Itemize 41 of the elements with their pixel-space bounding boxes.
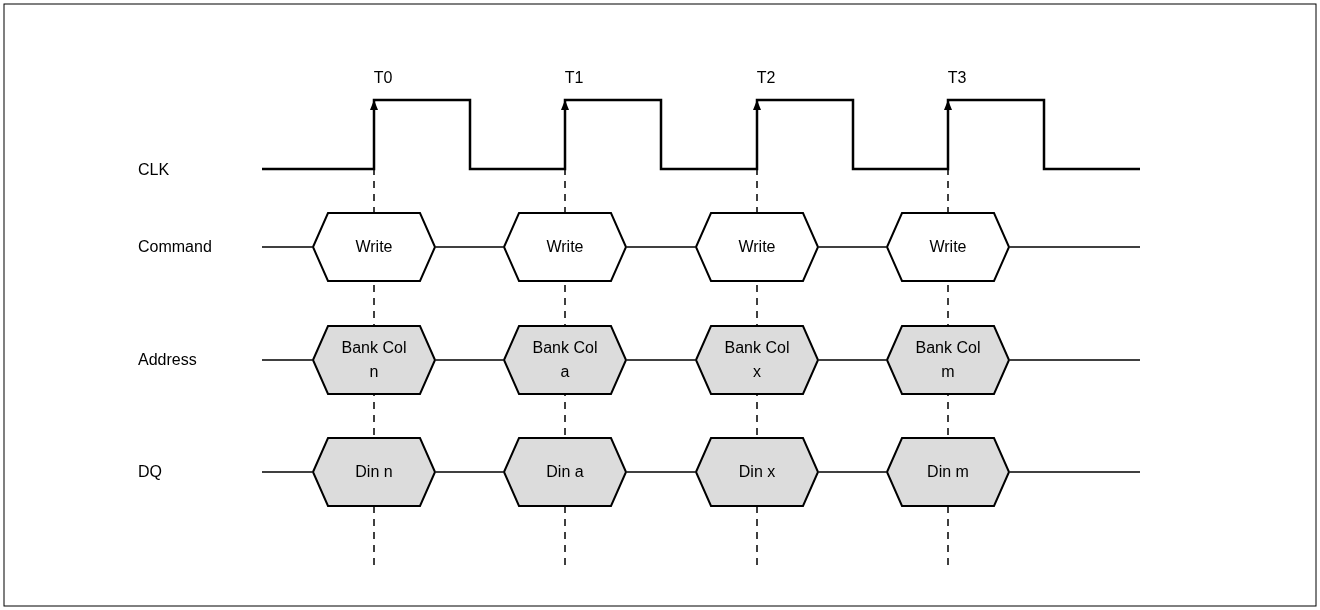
- bus-value-text: Bank Col x: [723, 338, 791, 382]
- clock-cycle-label: T3: [947, 68, 967, 88]
- bus-value-hexagon: [312, 212, 436, 282]
- bus-value-text: Din x: [737, 462, 777, 482]
- signal-line: [435, 246, 504, 248]
- bus-value-hexagon: [312, 325, 436, 395]
- bus-value-hexagon: [503, 437, 627, 507]
- bus-value-text: Bank Col a: [531, 338, 599, 382]
- bus-value-text: Din m: [926, 462, 970, 482]
- signal-line: [818, 471, 887, 473]
- signal-name: DQ: [138, 462, 162, 482]
- bus-value-text: Bank Col m: [914, 338, 982, 382]
- signal-line: [435, 471, 504, 473]
- bus-value-text: Write: [928, 237, 968, 257]
- bus-value-hexagon: [886, 212, 1010, 282]
- signal-line: [818, 246, 887, 248]
- bus-value-text: Din n: [354, 462, 394, 482]
- bus-value-hexagon: [503, 325, 627, 395]
- bus-value-text: Write: [545, 237, 585, 257]
- signal-name: Address: [138, 350, 197, 370]
- bus-value-hexagon: [695, 212, 819, 282]
- clock-cycle-label: T0: [373, 68, 393, 88]
- signal-name: Command: [138, 237, 212, 257]
- bus-value-hexagon: [695, 325, 819, 395]
- bus-value-hexagon: [312, 437, 436, 507]
- clock-cycle-label: T2: [756, 68, 776, 88]
- signal-line: [818, 359, 887, 361]
- bus-value-hexagon: [695, 437, 819, 507]
- signal-name: CLK: [138, 160, 170, 180]
- signal-line: [626, 246, 696, 248]
- signal-line: [626, 359, 696, 361]
- bus-value-text: Write: [737, 237, 777, 257]
- bus-value-hexagon: [886, 437, 1010, 507]
- bus-value-text: Write: [354, 237, 394, 257]
- bus-value-text: Din a: [545, 462, 585, 482]
- bus-value-text: Bank Col n: [340, 338, 408, 382]
- signal-line: [435, 359, 504, 361]
- bus-value-hexagon: [886, 325, 1010, 395]
- bus-value-hexagon: [503, 212, 627, 282]
- clock-cycle-label: T1: [564, 68, 584, 88]
- signal-line: [626, 471, 696, 473]
